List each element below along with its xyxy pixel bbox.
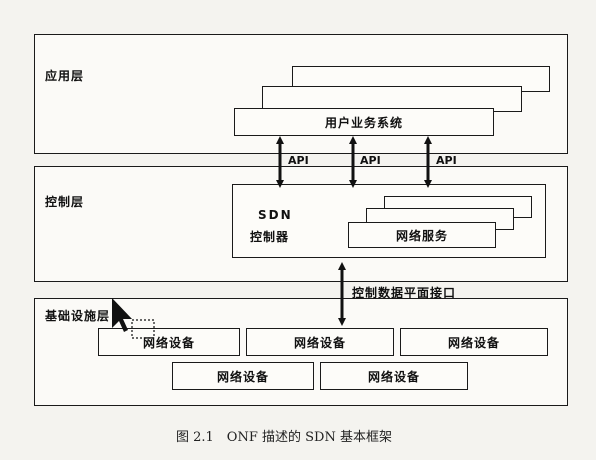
network-device-2-label: 网络设备: [293, 335, 346, 350]
mouse-cursor-icon: [112, 298, 132, 332]
app-system-stack-middle: [262, 86, 522, 112]
network-service-label: 网络服务: [395, 228, 448, 243]
api-label-2: API: [360, 154, 381, 167]
api-label-3: API: [436, 154, 457, 167]
network-device-1: 网络设备: [98, 328, 240, 356]
network-device-4-label: 网络设备: [216, 369, 269, 384]
application-layer-title: 应用层: [45, 69, 85, 83]
selection-marquee-icon: [131, 319, 155, 339]
control-layer-title: 控制层: [45, 195, 85, 209]
sdn-controller-label-1: SDN: [258, 208, 293, 222]
control-data-plane-interface-label: 控制数据平面接口: [352, 286, 457, 300]
network-service-box: 网络服务: [348, 222, 496, 248]
network-device-5-label: 网络设备: [367, 369, 420, 384]
user-business-system-box: 用户业务系统: [234, 108, 494, 136]
figure-caption: 图 2.1 ONF 描述的 SDN 基本框架: [176, 430, 392, 445]
api-label-1: API: [288, 154, 309, 167]
user-business-system-label: 用户业务系统: [324, 115, 403, 130]
network-device-4: 网络设备: [172, 362, 314, 390]
network-device-3: 网络设备: [400, 328, 548, 356]
network-device-1-label: 网络设备: [142, 335, 195, 350]
sdn-controller-label-2: 控制器: [250, 230, 290, 244]
infrastructure-layer-title: 基础设施层: [45, 309, 111, 323]
network-device-3-label: 网络设备: [447, 335, 500, 350]
network-device-2: 网络设备: [246, 328, 394, 356]
network-device-5: 网络设备: [320, 362, 468, 390]
